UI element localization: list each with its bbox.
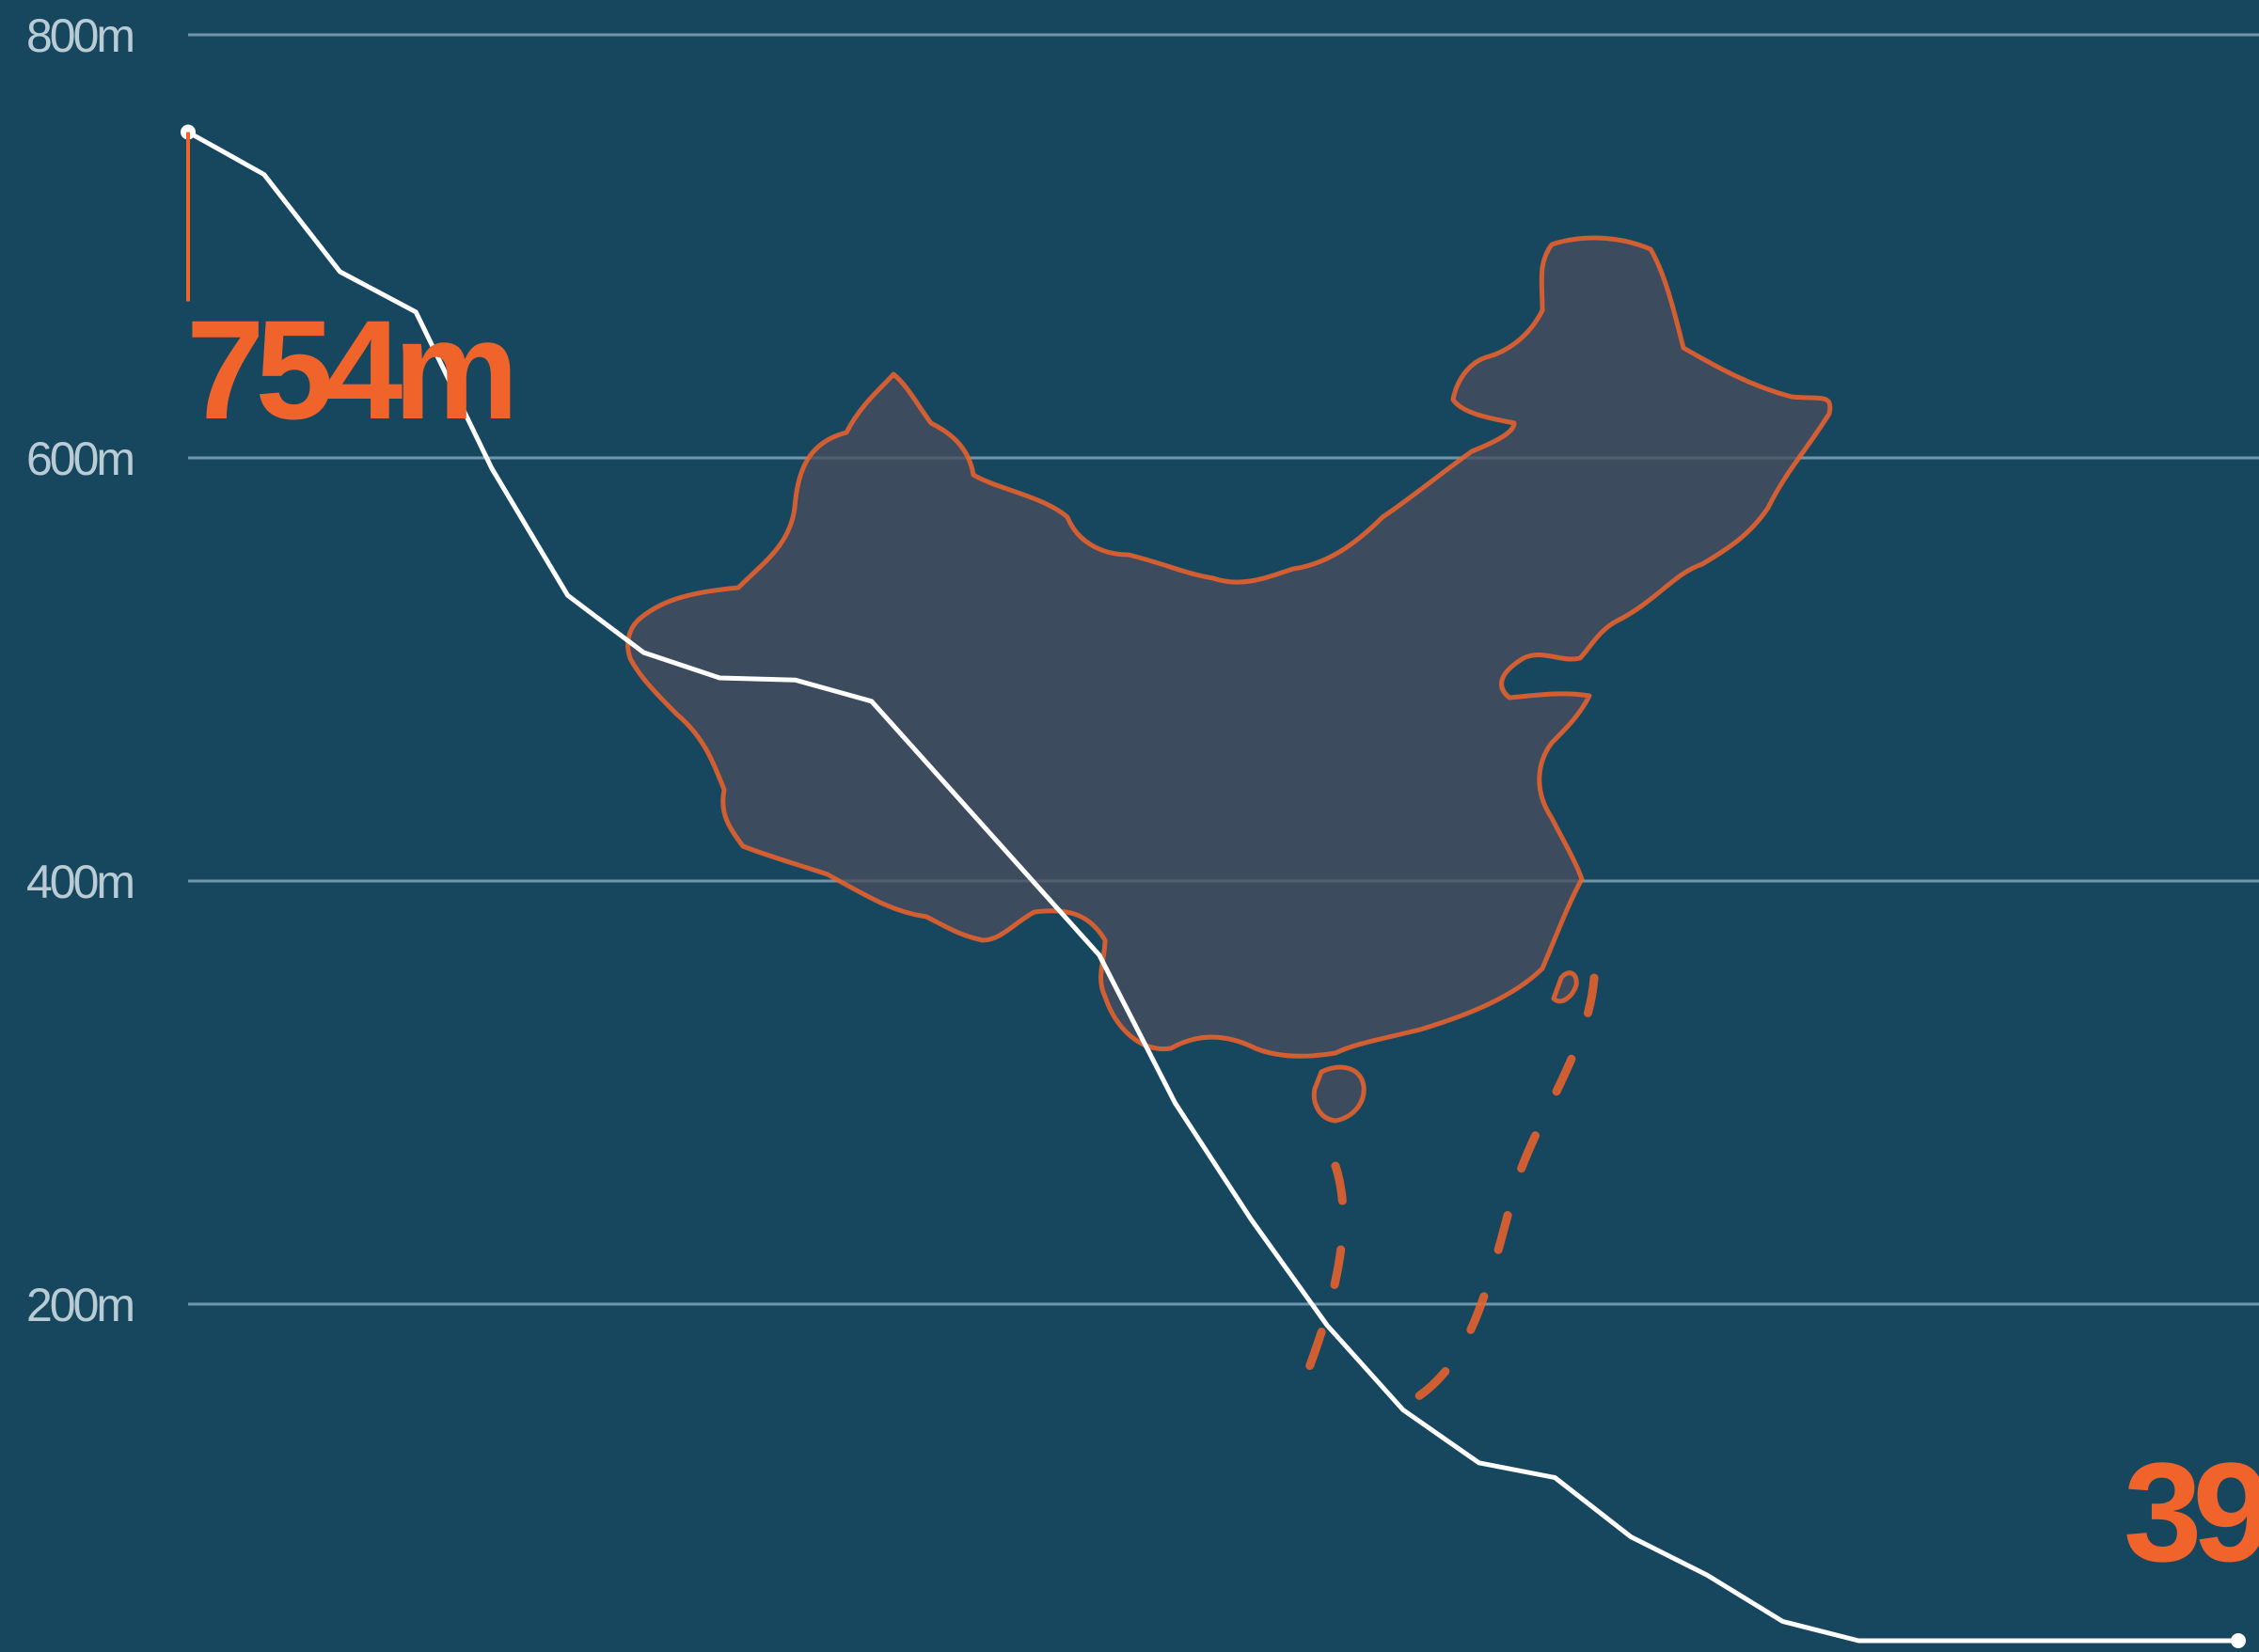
y-tick-label-800: 800m: [26, 9, 133, 62]
data-label-max: 754m: [186, 291, 511, 448]
data-point-27: [2231, 1633, 2246, 1648]
y-tick-label-600: 600m: [26, 433, 133, 485]
y-tick-label-400: 400m: [26, 856, 133, 908]
china-mainland-shape: [625, 235, 1833, 1059]
china-map-outline: [625, 235, 1833, 1420]
hainan-island-shape: [1311, 1064, 1366, 1124]
taiwan-island-shape: [1551, 970, 1579, 1004]
south-sea-dashed-line: [1303, 973, 1599, 1420]
y-tick-label-200: 200m: [26, 1279, 133, 1331]
series-layer: [181, 124, 2246, 1648]
data-label-min: 39m: [2124, 1433, 2259, 1591]
annotation-layer: 754m 39m: [186, 132, 2259, 1591]
series-line-0: [185, 130, 2241, 1644]
